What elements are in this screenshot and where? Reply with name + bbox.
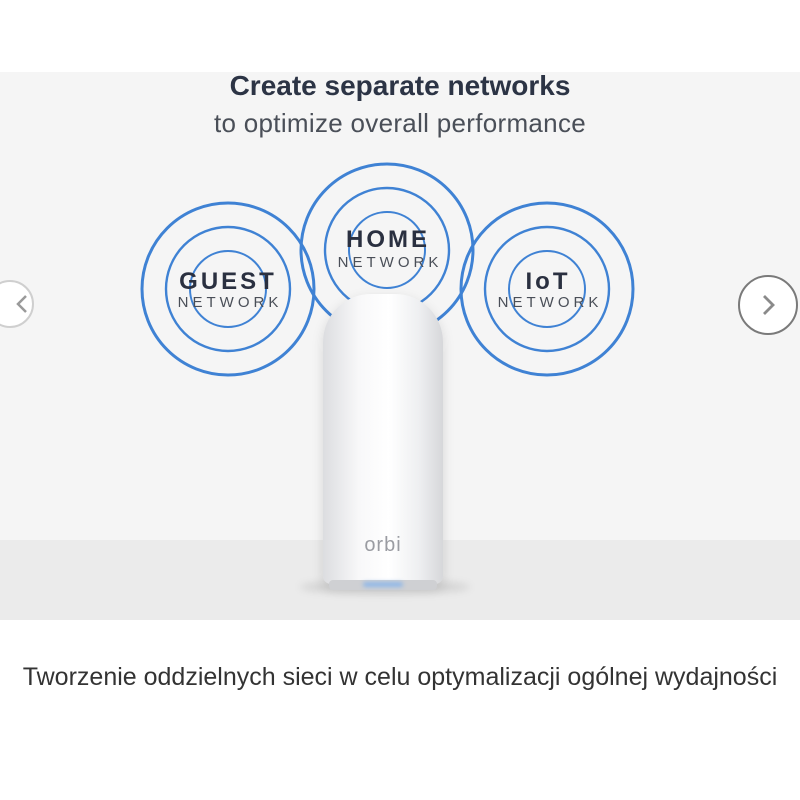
iot-ring-inner xyxy=(508,250,586,328)
chevron-right-icon xyxy=(763,295,775,315)
orbi-router-image: orbi xyxy=(323,294,443,590)
iot-network-title: IoT xyxy=(525,268,571,295)
iot-ring-middle xyxy=(483,225,611,353)
guest-ring-middle xyxy=(164,225,292,353)
chevron-left-icon xyxy=(16,295,27,313)
slide-headline: Create separate networks xyxy=(229,72,571,101)
home-network-title: HOME xyxy=(346,226,430,253)
carousel-next-button[interactable] xyxy=(738,275,798,335)
slide-subline: to optimize overall performance xyxy=(213,108,587,138)
slide-caption: Tworzenie oddzielnych sieci w celu optym… xyxy=(22,663,778,691)
carousel-prev-button[interactable] xyxy=(0,280,34,328)
iot-ring-outer xyxy=(459,201,635,377)
signal-rings xyxy=(140,162,635,377)
guest-ring-outer xyxy=(140,201,316,377)
device-status-light xyxy=(363,582,403,587)
home-network-subtitle: NETWORK xyxy=(337,254,443,271)
orbi-logo: orbi xyxy=(364,534,402,556)
guest-network-title: GUEST xyxy=(179,268,277,295)
guest-network-subtitle: NETWORK xyxy=(177,294,283,311)
carousel-slide: Create separate networks to optimize ove… xyxy=(0,72,800,620)
iot-network-subtitle: NETWORK xyxy=(497,294,603,311)
home-ring-inner xyxy=(348,211,426,289)
guest-ring-inner xyxy=(189,250,267,328)
